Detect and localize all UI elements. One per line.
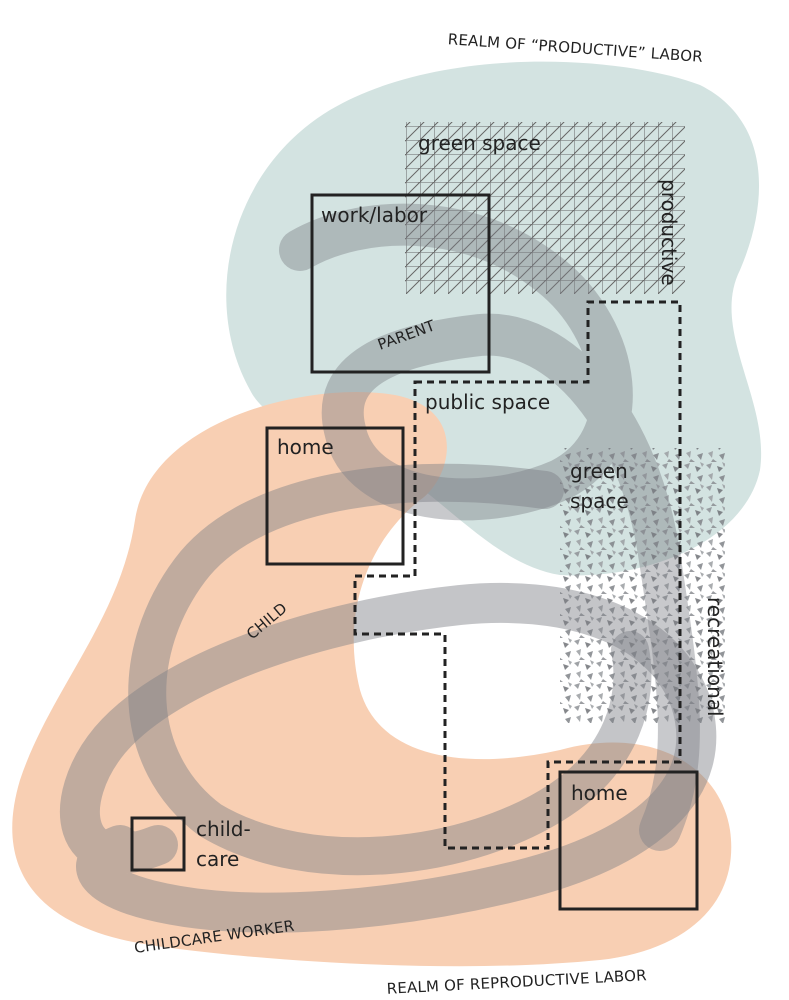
public-space-label: public space: [425, 390, 550, 414]
recreational-label: recreational: [703, 597, 727, 717]
home-left-box: [265, 426, 405, 566]
home-left-label: home: [277, 435, 334, 459]
green-space-right-line2: space: [570, 489, 629, 513]
work-labor-box: [310, 193, 491, 374]
childcare-worker-path: [60, 582, 717, 933]
realm-reproductive-label: REALM OF REPRODUCTIVE LABOR: [386, 966, 647, 998]
child-path: [128, 463, 652, 876]
realm-productive-label: REALM OF “PRODUCTIVE” LABOR: [447, 30, 703, 66]
home-bottom-label: home: [571, 781, 628, 805]
parent-path: [279, 203, 700, 851]
childcare-label-line1: child-: [196, 817, 251, 841]
work-labor-label: work/labor: [321, 203, 428, 227]
green-space-right-line1: green: [570, 459, 628, 483]
childcare-box: [130, 816, 186, 872]
home-bottom-box: [558, 770, 699, 911]
public-space-boundary: [353, 300, 682, 850]
reproductive-realm-blob: [12, 391, 732, 967]
childcare-label-line2: care: [196, 847, 239, 871]
green-space-top-label: green space: [418, 131, 541, 155]
recreational-speckle: [560, 448, 725, 723]
green-space-hatch: [405, 122, 685, 294]
productive-label: productive: [657, 179, 681, 286]
